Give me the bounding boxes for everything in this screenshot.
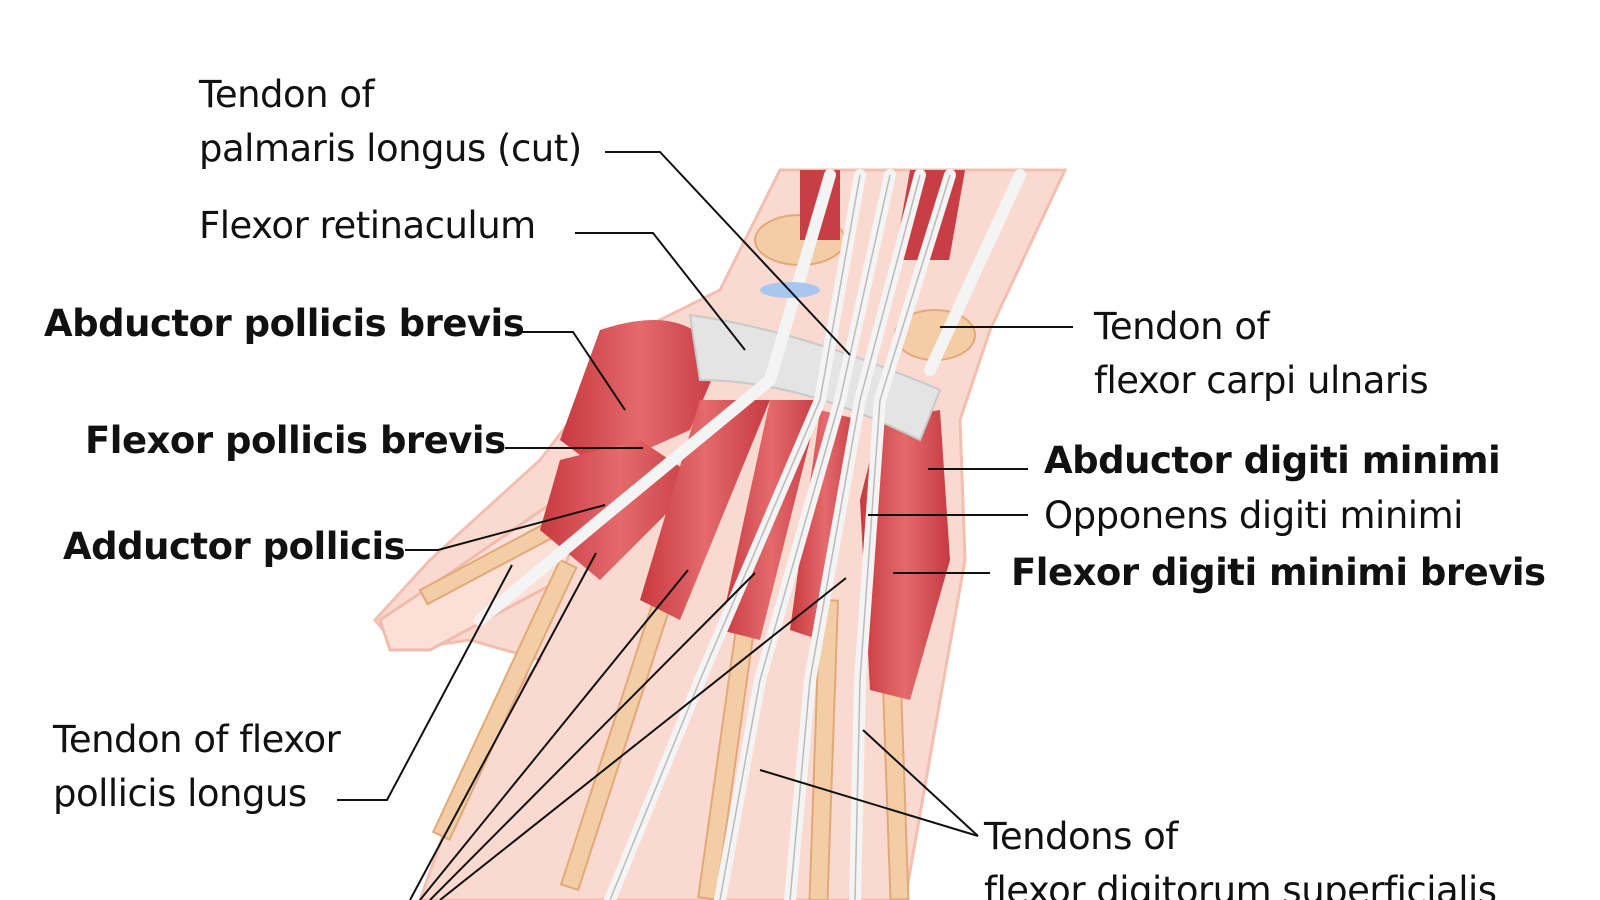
leader-lines [337, 151, 1073, 900]
label-line: Tendon of flexor [53, 718, 341, 761]
label-palmaris-longus: Tendon of palmaris longus (cut) [199, 68, 582, 175]
label-flexor-pollicis-brevis: Flexor pollicis brevis [85, 419, 506, 462]
label-abductor-digiti-minimi: Abductor digiti minimi [1044, 439, 1501, 482]
label-flexor-retinaculum: Flexor retinaculum [199, 204, 536, 247]
label-flexor-digiti-minimi-brevis: Flexor digiti minimi brevis [1011, 551, 1546, 594]
label-line: palmaris longus (cut) [199, 126, 582, 170]
label-adductor-pollicis: Adductor pollicis [63, 525, 406, 568]
label-flexor-carpi-ulnaris: Tendon of flexor carpi ulnaris [1094, 300, 1429, 407]
label-opponens-digiti-minimi: Opponens digiti minimi [1044, 494, 1463, 537]
label-line: flexor digitorum superficialis [984, 868, 1497, 900]
label-line: Tendons of [984, 815, 1178, 858]
label-line: Tendon of [199, 73, 375, 116]
label-line: flexor carpi ulnaris [1094, 358, 1429, 402]
label-abductor-pollicis-brevis: Abductor pollicis brevis [44, 302, 525, 345]
label-line: pollicis longus [53, 771, 307, 815]
label-flexor-pollicis-longus: Tendon of flexor pollicis longus [53, 713, 341, 820]
label-flexor-digitorum-superficialis: Tendons of flexor digitorum superficiali… [984, 810, 1497, 900]
label-line: Tendon of [1094, 305, 1270, 348]
